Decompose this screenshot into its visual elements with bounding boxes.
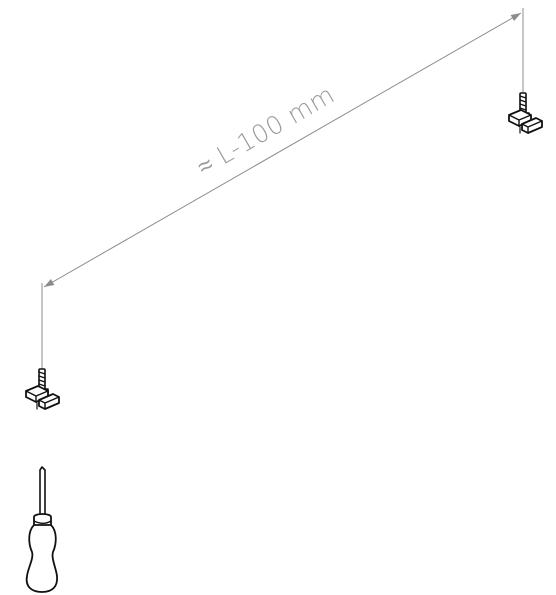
screwdriver-icon [25,466,58,593]
bracket-screw-icon [508,92,543,134]
bracket-screw-icon [25,368,60,410]
dimension-label: ≈ L-100 mm [192,80,340,182]
dimension-line [43,12,522,288]
